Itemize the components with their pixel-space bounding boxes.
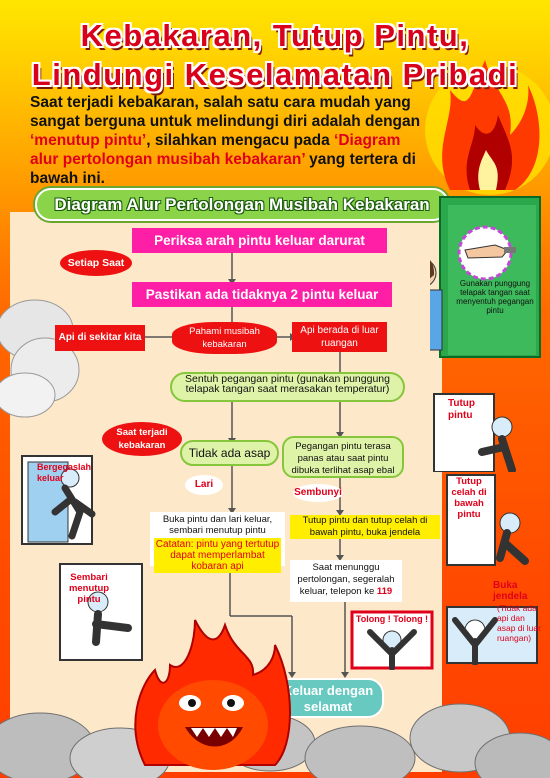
hot-handle-box: Pegangan pintu terasa panas atau saat pi… (282, 436, 404, 478)
when-fire-badge: Saat terjadi kebakaran (102, 422, 182, 456)
understand-disaster-badge: Pahami musibah kebakaran (172, 322, 277, 354)
help-window-illustration (350, 610, 434, 670)
hide-badge: Sembunyi (293, 484, 343, 502)
intro-highlight-2: ‘Diagram alur pertolongan musibah kebaka… (30, 132, 401, 168)
close-door-label: Tutup pintu (448, 398, 476, 421)
phone-number: 119 (376, 586, 393, 597)
setiap-saat-badge: Setiap Saat (60, 250, 132, 276)
door-note: Catatan: pintu yang tertutup dapat mempe… (154, 538, 281, 573)
help-cry-label: Tolong ! Tolong ! (355, 614, 429, 624)
intro-highlight-1: ‘menutup pintu’ (30, 132, 147, 149)
wait-help-box: Saat menunggu pertolongan, segeralah kel… (290, 560, 402, 602)
step-two-exits: Pastikan ada tidaknya 2 pintu keluar (132, 282, 392, 307)
open-window-illustration (446, 606, 538, 665)
hurry-out-label: Bergegaslah keluar (37, 462, 92, 483)
fire-monster-illustration (134, 619, 291, 770)
wait-help-text: Saat menunggu pertolongan, segeralah kel… (297, 562, 395, 597)
smoke-cloud-bottom (0, 703, 550, 778)
intro-text-2: , silahkan mengacu pada (146, 132, 335, 149)
close-gap-box: Tutup pintu dan tutup celah di bawah pin… (290, 515, 440, 539)
open-window-label: Buka jendela (493, 580, 528, 602)
close-gap-under-label: Tutup celah di bawah pintu (451, 476, 487, 520)
open-exit-text: Buka pintu dan lari keluar, sembari menu… (162, 514, 273, 536)
door-woman-illustration (430, 196, 541, 358)
fire-outside-box: Api berada di luar ruangan (292, 322, 387, 352)
close-gap-illustration (446, 474, 529, 566)
step-check-exit: Periksa arah pintu keluar darurat (132, 228, 387, 253)
closing-door-illustration (59, 563, 143, 661)
flame-illustration (425, 60, 550, 195)
open-exit-box: Buka pintu dan lari keluar, sembari menu… (150, 512, 285, 573)
title-line-1: Kebakaran, Tutup Pintu, (80, 18, 470, 53)
diagram-title: Diagram Alur Pertolongan Musibah Kebakar… (35, 188, 449, 221)
fire-nearby-box: Api di sekitar kita (55, 325, 145, 351)
intro-paragraph: Saat terjadi kebakaran, salah satu cara … (30, 93, 430, 188)
no-smoke-box: Tidak ada asap (180, 440, 279, 466)
intro-text-1: Saat terjadi kebakaran, salah satu cara … (30, 94, 421, 130)
hurry-out-illustration (21, 455, 96, 545)
window-note: (Tidak ada api dan asap di luar ruangan) (497, 603, 541, 643)
run-badge: Lari (185, 475, 223, 495)
while-closing-label: Sembari menutup pintu (68, 572, 110, 605)
hand-caption: Gunakan punggung telapak tangan saat men… (456, 279, 534, 315)
touch-handle-box: Sentuh pegangan pintu (gunakan punggung … (170, 372, 405, 402)
title-line-2: Lindungi Keselamatan Pribadi (31, 57, 519, 92)
intro-text-3: yang tertera di bawah ini. (30, 151, 416, 187)
close-door-illustration (433, 393, 516, 472)
smoke-cloud-left (0, 299, 80, 418)
